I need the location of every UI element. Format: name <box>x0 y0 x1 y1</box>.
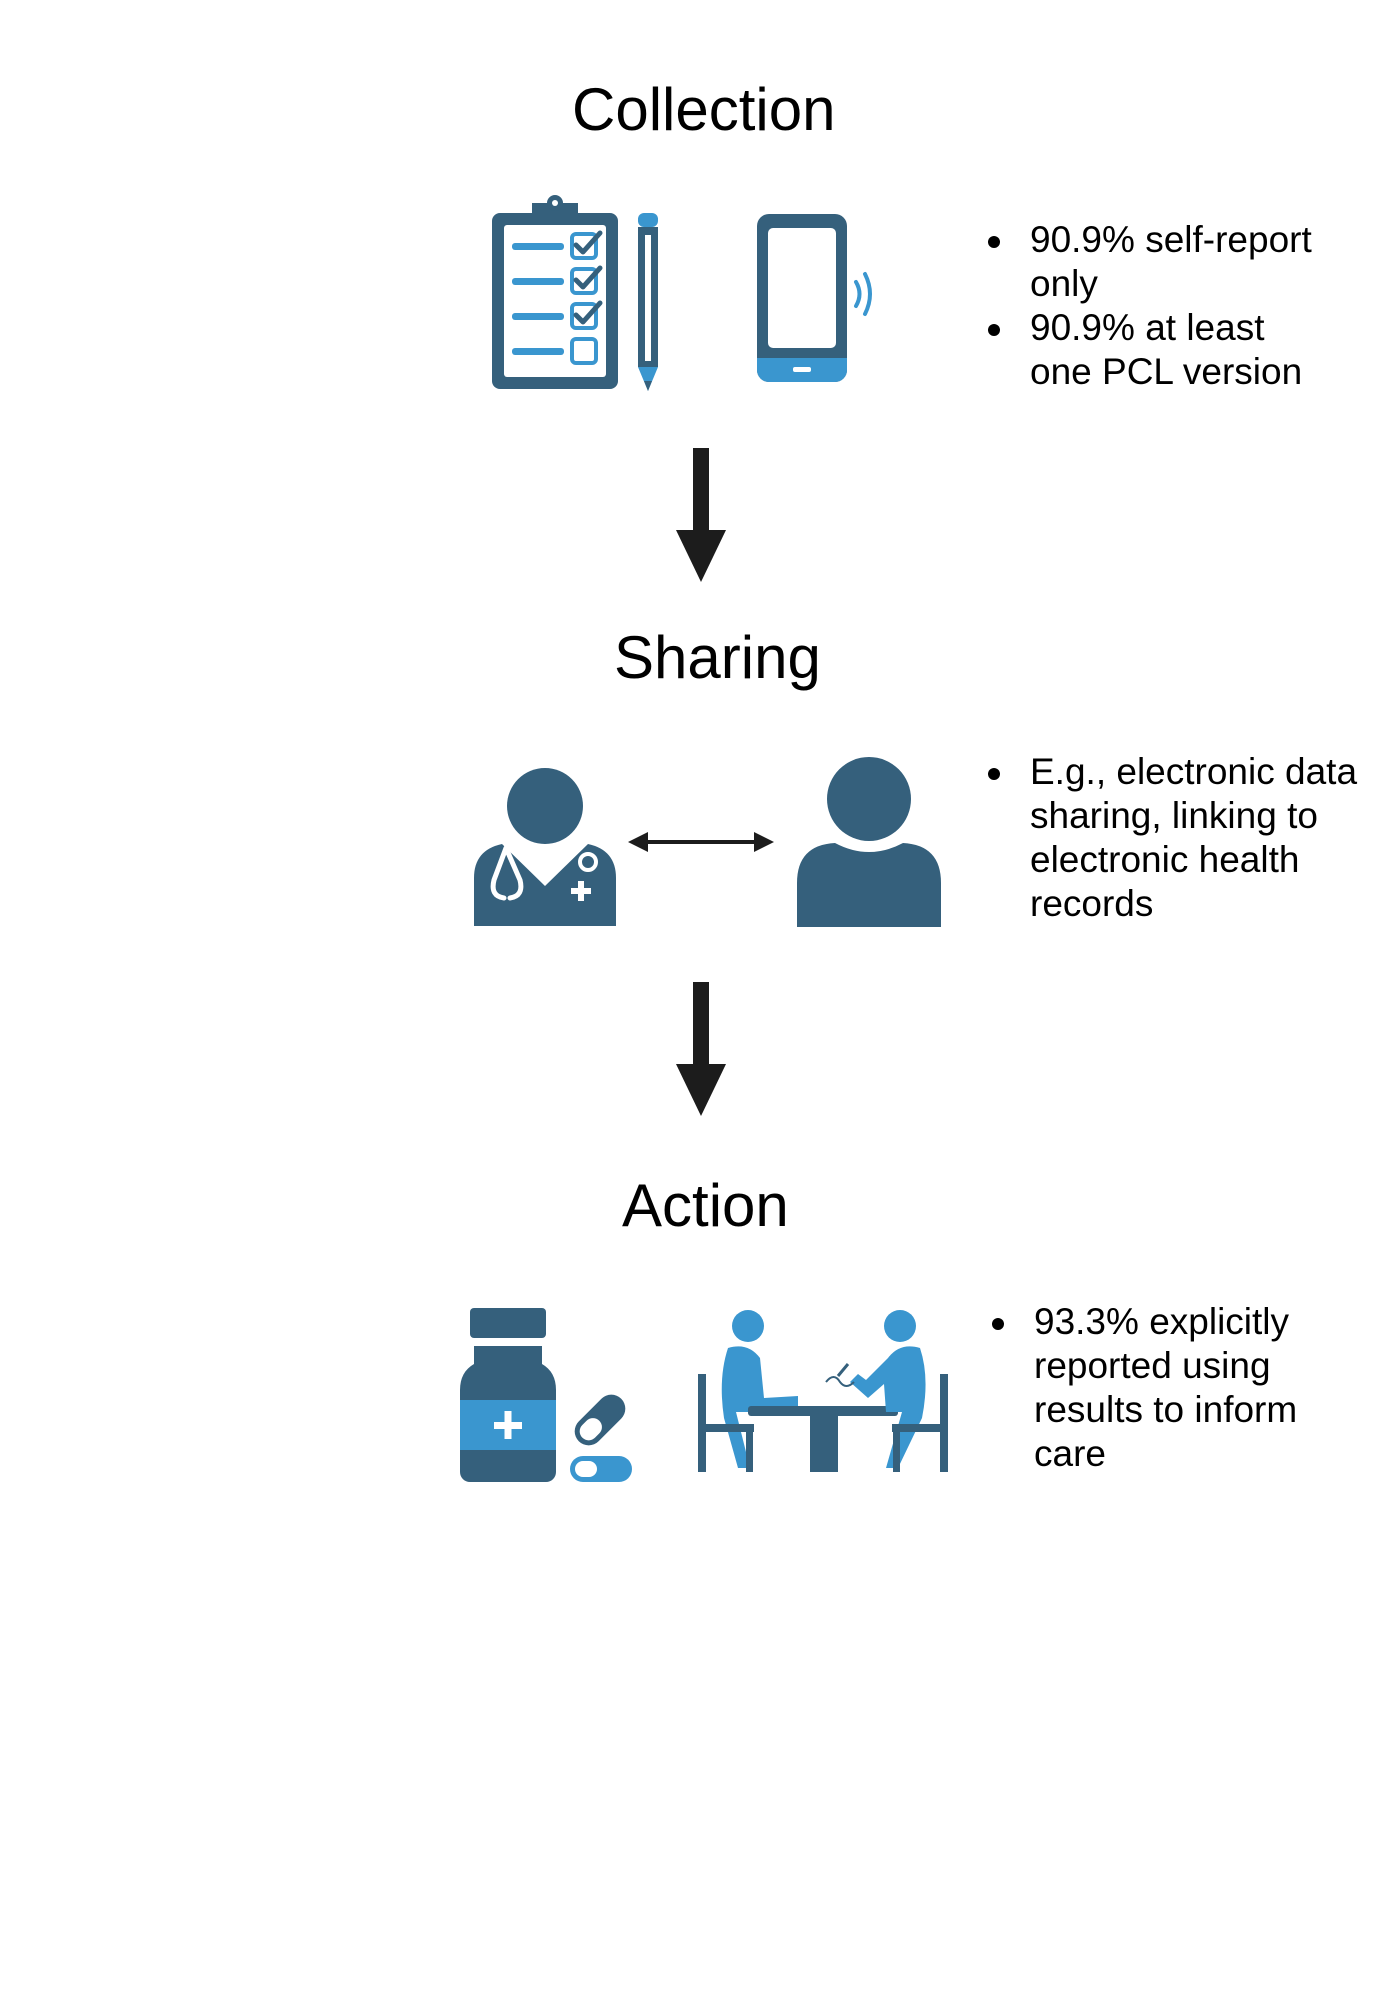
clipboard-checklist-icon <box>490 195 620 391</box>
down-arrow-icon <box>676 448 726 582</box>
collection-heading: Collection <box>572 76 836 143</box>
patient-icon <box>797 757 941 927</box>
sharing-bullet-1: E.g., electronic data sharing, linking t… <box>988 750 1368 926</box>
doctor-icon <box>474 768 616 926</box>
collection-bullets: 90.9% self-report only 90.9% at least on… <box>988 218 1318 394</box>
smartphone-icon <box>755 212 877 384</box>
double-arrow-icon <box>628 830 774 854</box>
sharing-heading: Sharing <box>614 624 821 691</box>
pencil-icon <box>636 213 660 393</box>
collection-bullet-1: 90.9% self-report only <box>988 218 1318 306</box>
sharing-bullets: E.g., electronic data sharing, linking t… <box>988 750 1368 926</box>
action-bullets: 93.3% explicitly reported using results … <box>992 1300 1322 1476</box>
down-arrow-icon <box>676 982 726 1116</box>
action-heading: Action <box>622 1172 789 1239</box>
consultation-icon <box>698 1308 948 1476</box>
medicine-bottle-icon <box>460 1308 556 1482</box>
collection-bullet-2: 90.9% at least one PCL version <box>988 306 1318 394</box>
action-bullet-1: 93.3% explicitly reported using results … <box>992 1300 1322 1476</box>
pill-capsule-icon <box>566 1394 636 1484</box>
